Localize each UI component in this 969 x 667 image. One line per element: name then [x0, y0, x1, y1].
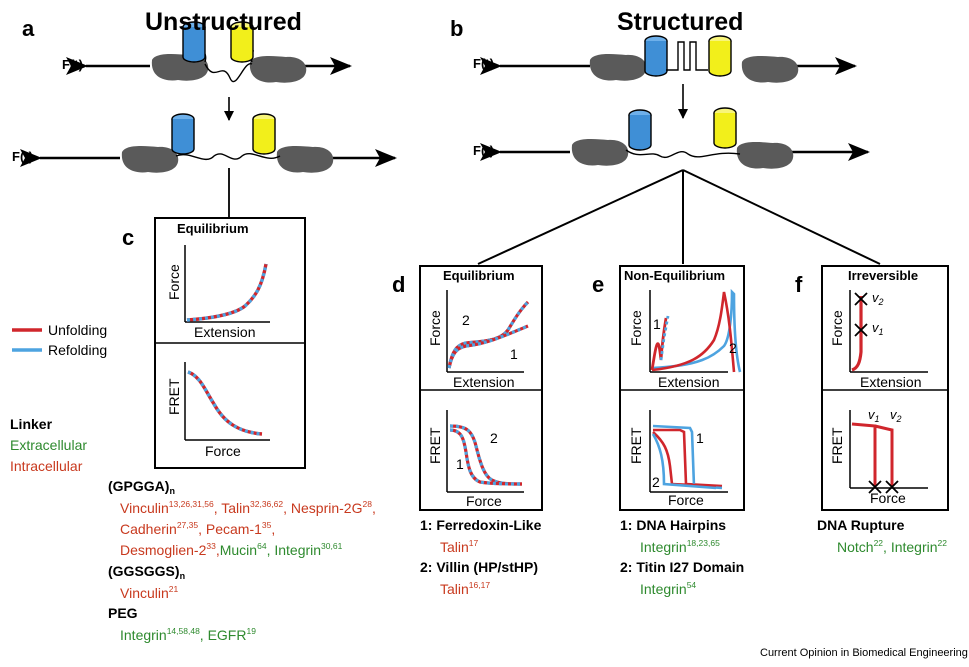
panel-d-top-xlabel: Extension — [453, 374, 515, 390]
panel-f-v2-label: v2 — [872, 290, 884, 307]
panel-f-bottom-ylabel: FRET — [829, 427, 845, 464]
linker-example: Mucin64, — [219, 541, 275, 558]
linker-gpgga-row-3: Desmoglien-233,Mucin64, Integrin30,61 — [120, 541, 342, 558]
linker-example: Talin32,36,62, — [221, 499, 291, 516]
panel-a-title: Unstructured — [145, 8, 302, 36]
panel-c-top-ylabel: Force — [166, 264, 182, 300]
panel-d-box — [419, 265, 543, 511]
panel-c-top-xlabel: Extension — [194, 324, 256, 340]
panel-f-top-xlabel: Extension — [860, 374, 922, 390]
panel-d-item-2: 2: Villin (HP/stHP) — [420, 559, 538, 575]
panel-e-bottom-ylabel: FRET — [628, 427, 644, 464]
linker-ggsggs-row: Vinculin21 — [120, 584, 178, 601]
linker-example: Desmoglien-233, — [120, 541, 220, 558]
panel-f-bottom-v1-label: v1 — [868, 407, 880, 424]
panel-e-item-1: 1: DNA Hairpins — [620, 517, 727, 533]
footer-credit: Current Opinion in Biomedical Engineerin… — [760, 647, 968, 659]
panel-b-top-construct — [480, 35, 857, 119]
legend-refolding: Refolding — [48, 342, 108, 358]
panel-d-letter: d — [392, 272, 406, 297]
panel-e-subtitle: Non-Equilibrium — [624, 268, 726, 283]
linker-example: Vinculin21 — [120, 584, 179, 601]
linker-gpgga-row-1: Vinculin13,26,31,56, Talin32,36,62, Nesp… — [120, 499, 376, 516]
panel-c-letter: c — [122, 225, 135, 250]
linker-example: Integrin14,58,48, — [120, 626, 208, 643]
linker-example: Nesprin-2G28, — [290, 499, 376, 516]
panel-e-top-ylabel: Force — [628, 310, 644, 346]
linker-peg-name: PEG — [108, 605, 138, 621]
panel-f-bottom-v2-label: v2 — [890, 407, 902, 424]
panel-d-top-curve-2: 2 — [462, 312, 470, 328]
panel-a-top-construct — [66, 21, 352, 121]
linker-peg-row: Integrin14,58,48, EGFR19 — [120, 626, 256, 643]
panel-c-bottom-ylabel: FRET — [166, 378, 182, 415]
panel-f-bottom-xlabel: Force — [870, 490, 906, 506]
linker-gpgga-row-2: Cadherin27,35, Pecam-135, — [120, 520, 275, 537]
panel-c-box — [154, 217, 306, 469]
linker-example: Cadherin27,35, — [120, 520, 206, 537]
panel-b-title: Structured — [617, 8, 744, 36]
panel-f-v1-label: v1 — [872, 320, 884, 337]
panel-f-box — [821, 265, 949, 511]
panel-e-top-curve-2: 2 — [729, 340, 737, 356]
linker-ggsggs-name: (GGSGGS)n — [108, 563, 186, 581]
panel-c-subtitle: Equilibrium — [177, 221, 249, 236]
panel-a-letter: a — [22, 16, 35, 41]
linker-key-intracellular: Intracellular — [10, 458, 83, 474]
linker-example: Integrin30,61 — [274, 541, 343, 558]
panel-e-item-1-example: Integrin18,23,65 — [640, 538, 720, 555]
panel-e-bottom-curve-1: 1 — [696, 430, 704, 446]
panel-e-top-xlabel: Extension — [658, 374, 720, 390]
panel-d-bottom-curve-2: 2 — [490, 430, 498, 446]
panel-d-subtitle: Equilibrium — [443, 268, 515, 283]
linker-example: Vinculin13,26,31,56, — [120, 499, 222, 516]
panel-c-bottom-xlabel: Force — [205, 443, 241, 459]
panel-d-bottom-ylabel: FRET — [427, 427, 443, 464]
panel-e-letter: e — [592, 272, 605, 297]
force-label-b-top: F(t) — [473, 56, 494, 71]
panel-f-top-ylabel: Force — [829, 310, 845, 346]
panel-f-subtitle: Irreversible — [848, 268, 919, 283]
linker-example: EGFR19 — [207, 626, 256, 643]
panel-d-top-curve-1: 1 — [510, 346, 518, 362]
panel-e-bottom-curve-2: 2 — [652, 474, 660, 490]
linker-key-extracellular: Extracellular — [10, 437, 88, 453]
panel-d-item-2-example: Talin16,17 — [440, 580, 491, 597]
panel-a-bottom-construct — [19, 113, 397, 218]
legend-lines — [12, 328, 42, 352]
panel-d-item-1-example: Talin17 — [440, 538, 479, 555]
panel-b-letter: b — [450, 16, 464, 41]
panel-e-bottom-xlabel: Force — [668, 492, 704, 508]
panel-e-top-curve-1: 1 — [653, 316, 661, 332]
panel-f-item-1: DNA Rupture — [817, 517, 905, 533]
force-label-a-bottom: F(t) — [12, 149, 33, 164]
panel-d-bottom-curve-1: 1 — [456, 456, 464, 472]
panel-e-item-2: 2: Titin I27 Domain — [620, 559, 745, 575]
panel-e-box — [619, 265, 745, 511]
force-label-b-bottom: F(t) — [473, 143, 494, 158]
panel-d-top-ylabel: Force — [427, 310, 443, 346]
panel-d-item-1: 1: Ferredoxin-Like — [420, 517, 542, 533]
panel-e-item-2-example: Integrin54 — [640, 580, 697, 597]
force-label-a-top: F(t) — [62, 57, 83, 72]
panel-b-bottom-construct — [477, 107, 881, 265]
panel-f-examples: Notch22, Integrin22 — [837, 538, 947, 555]
linker-gpgga-name: (GPGGA)n — [108, 478, 175, 496]
legend-unfolding: Unfolding — [48, 322, 108, 338]
linker-key-title: Linker — [10, 416, 53, 432]
linker-example: Pecam-135, — [205, 520, 276, 537]
panel-d-bottom-xlabel: Force — [466, 493, 502, 509]
panel-f-letter: f — [795, 272, 803, 297]
